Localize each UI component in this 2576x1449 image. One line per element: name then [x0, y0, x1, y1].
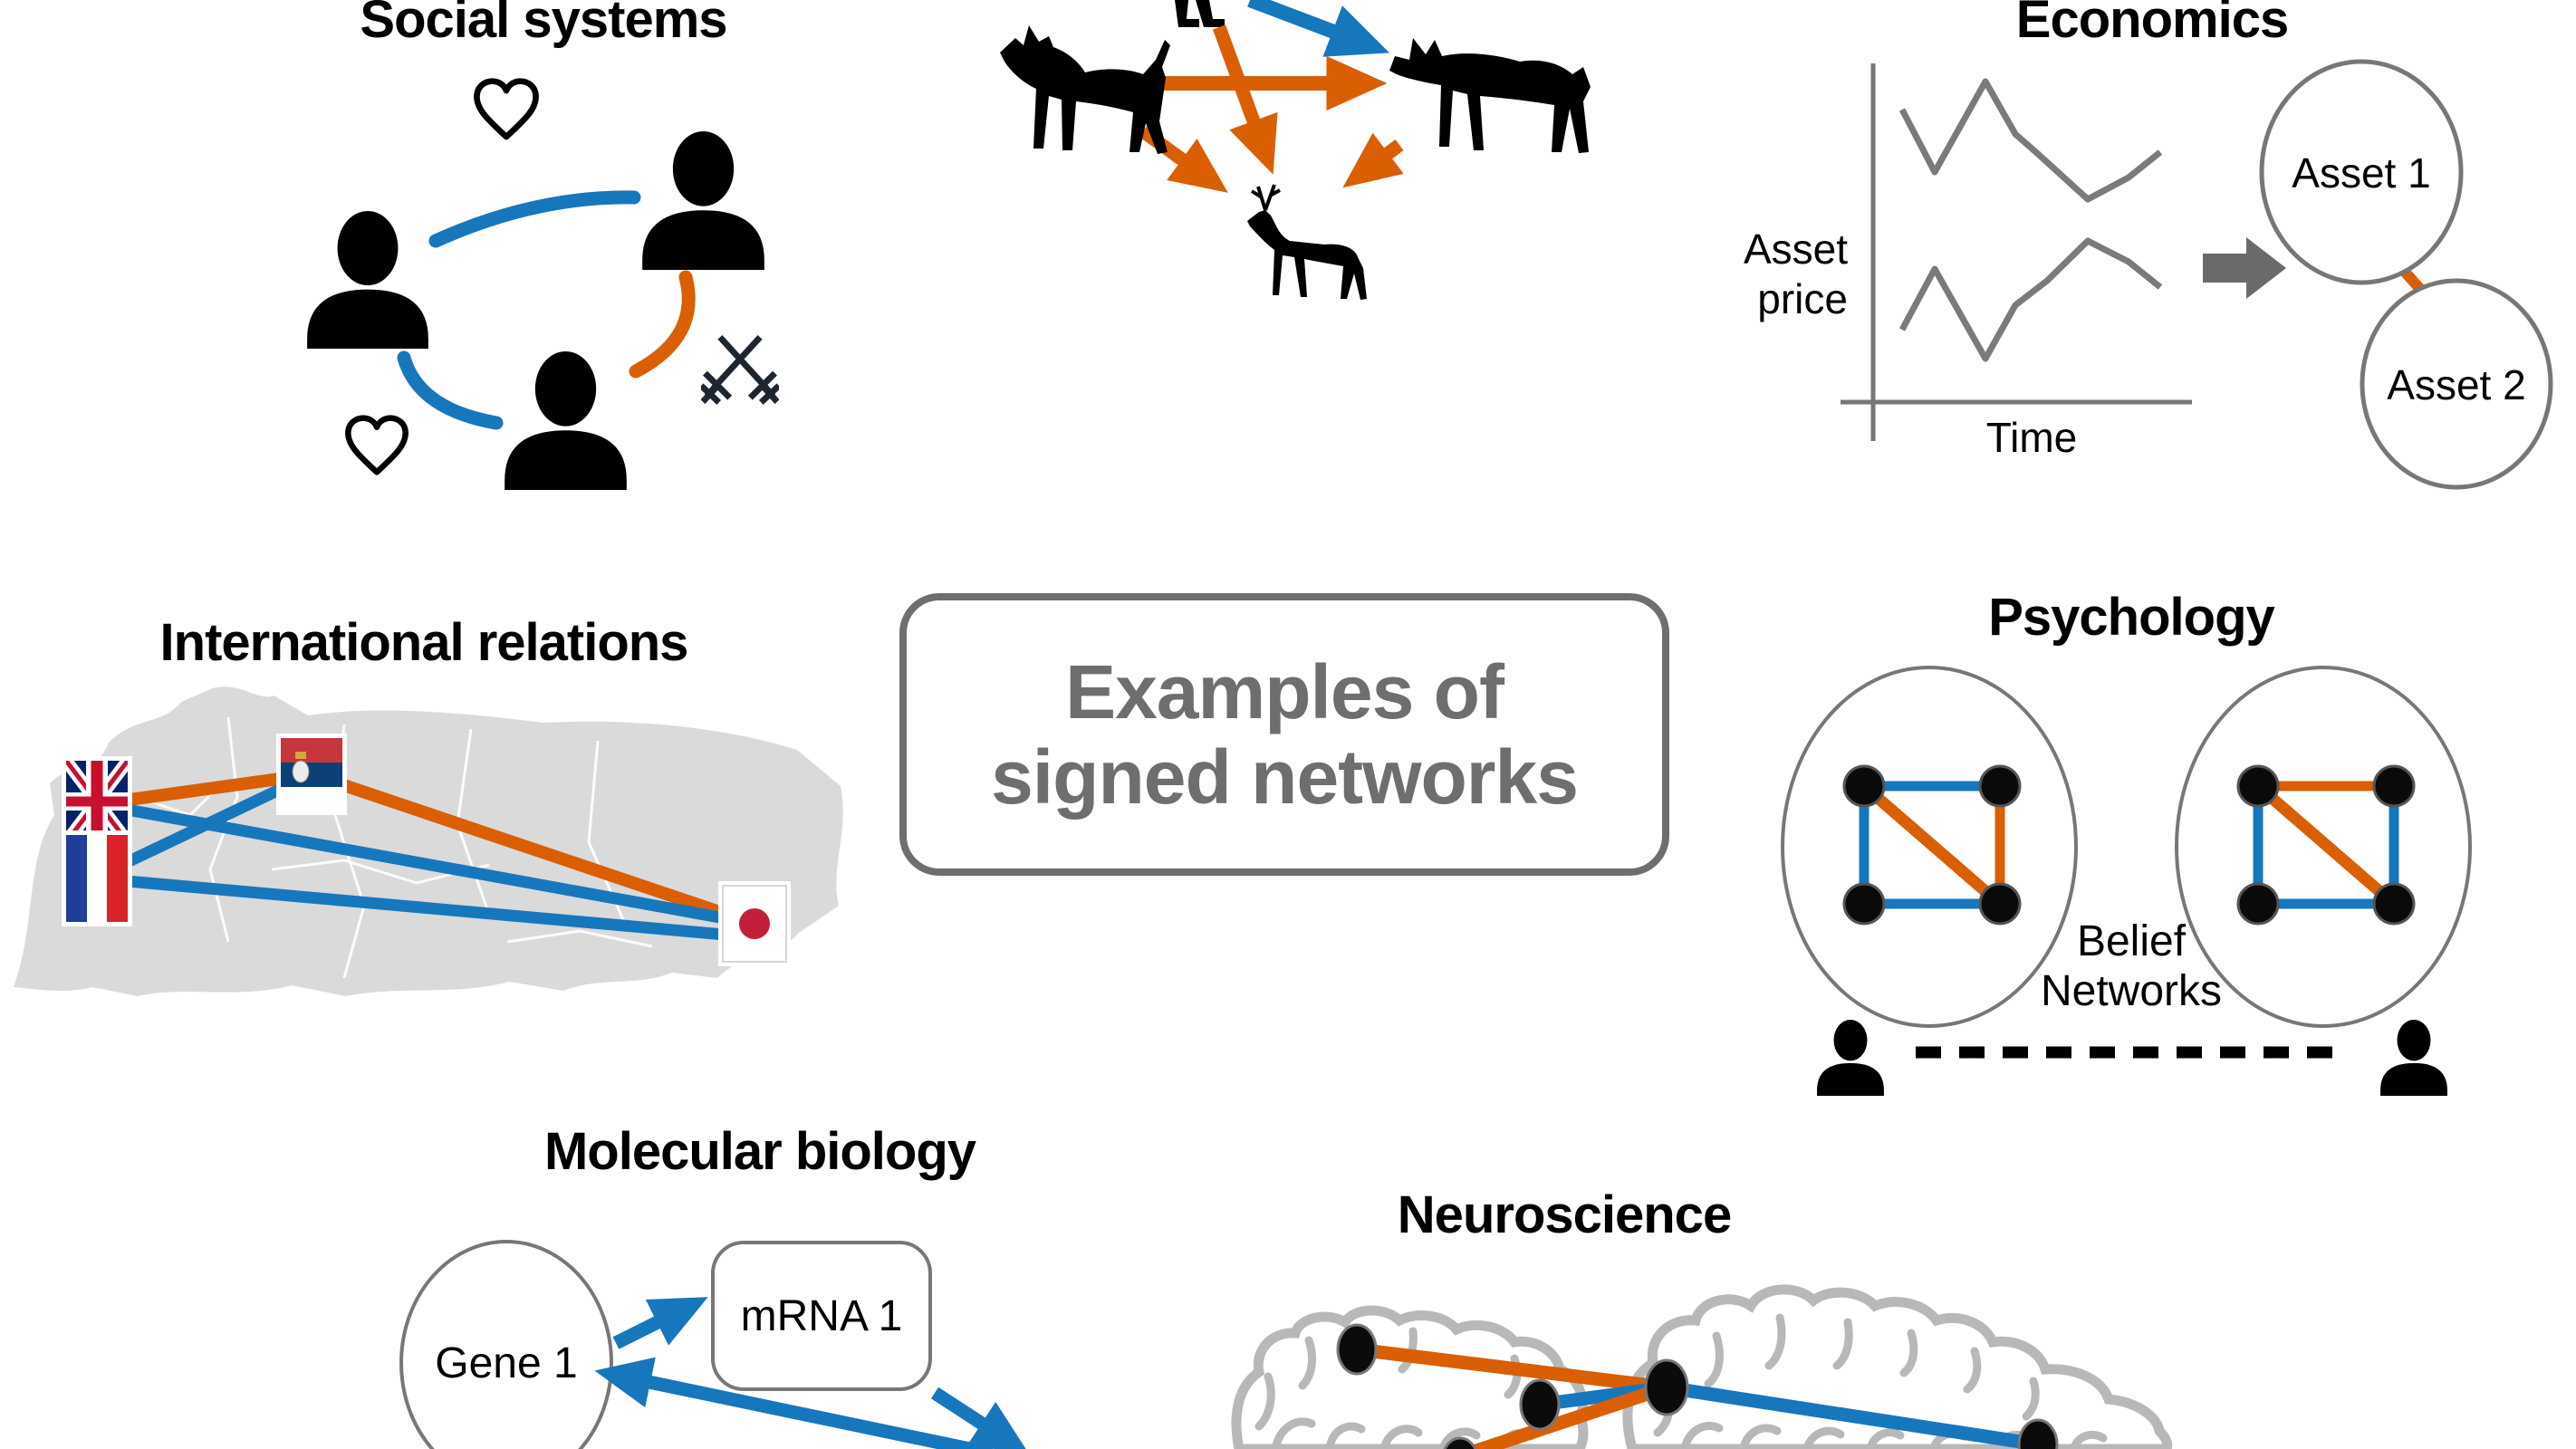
- economics-title: Economics: [2015, 0, 2289, 49]
- person-icon: [505, 351, 627, 490]
- brain-icon: [1231, 1305, 1589, 1449]
- neuroscience-title: Neuroscience: [1397, 1185, 1732, 1244]
- belief-network-left: [1842, 764, 2022, 926]
- edge-c-e-negative: [1460, 1380, 1674, 1449]
- belief-networks-caption: Belief Networks: [2040, 917, 2223, 1016]
- gene1-label: Gene 1: [435, 1339, 578, 1387]
- asset1-label: Asset 1: [2292, 149, 2431, 197]
- social-systems-title: Social systems: [360, 0, 727, 49]
- edge-social-positive-2: [397, 350, 504, 430]
- asset2-node: [2360, 278, 2553, 490]
- asset1-price-line: [1898, 78, 2163, 203]
- edge-gene-mrna-positive: [612, 1297, 708, 1349]
- edge-social-negative: [629, 270, 696, 379]
- neuroscience-edges: [1350, 1342, 2045, 1449]
- person-icon: [2380, 1020, 2447, 1096]
- heart-icon: [348, 418, 405, 473]
- y-axis-label: Asset price: [1743, 226, 1848, 323]
- human-legs-icon: [1175, 0, 1225, 27]
- wolf-icon: [1389, 38, 1591, 153]
- edge-wolfright-deer-negative: [1342, 132, 1404, 188]
- mrna1-node: [711, 1241, 932, 1391]
- person-icon: [642, 131, 764, 270]
- edge-c-d-positive: [1659, 1380, 2045, 1449]
- center-title-line1: Examples of: [1065, 648, 1504, 734]
- edge-human-deer-negative: [1212, 24, 1278, 175]
- serbia-flag: [276, 734, 347, 815]
- x-axis-label: Time: [1985, 414, 2078, 461]
- crossed-swords-icon: [704, 340, 777, 400]
- asset1-node: [2259, 59, 2464, 285]
- center-title-line2: signed networks: [991, 734, 1579, 820]
- edge-uk-japan-positive: [91, 798, 761, 930]
- deer-icon: [1247, 184, 1367, 300]
- neuron-nodes: [1336, 1323, 2059, 1449]
- right-arrow-icon: [2203, 237, 2286, 299]
- person-icon: [1817, 1020, 1884, 1096]
- mrna1-label: mRNA 1: [740, 1292, 903, 1340]
- asset2-price-line: [1898, 237, 2163, 362]
- edge-france-japan-positive: [91, 872, 761, 944]
- edge-human-wolf-positive: [1247, 0, 1389, 57]
- edge-from-mrna-positive: [930, 1387, 1030, 1449]
- economics-chart: [1841, 63, 2192, 441]
- edge-serbia-japan-negative: [305, 768, 761, 930]
- japan-flag: [718, 881, 791, 966]
- asset2-label: Asset 2: [2387, 361, 2526, 408]
- edge-social-positive-1: [428, 190, 641, 248]
- wolf-icon: [1000, 25, 1170, 154]
- center-title-box: Examples of signed networks: [899, 593, 1669, 876]
- international-edges: [91, 768, 761, 944]
- social-edges: [397, 190, 696, 430]
- edge-uk-serbia-negative: [91, 768, 318, 811]
- international-relations-title: International relations: [159, 613, 689, 672]
- edge-a-c-negative: [1350, 1342, 1674, 1395]
- person-icon: [307, 211, 428, 349]
- belief-network-right: [2236, 764, 2416, 926]
- edge-into-gene-positive: [594, 1357, 994, 1449]
- molecular-edges: [594, 1297, 1030, 1449]
- heart-icon: [476, 82, 535, 137]
- psychology-title: Psychology: [1988, 588, 2275, 647]
- france-flag: [62, 830, 132, 926]
- molecular-biology-title: Molecular biology: [543, 1122, 976, 1181]
